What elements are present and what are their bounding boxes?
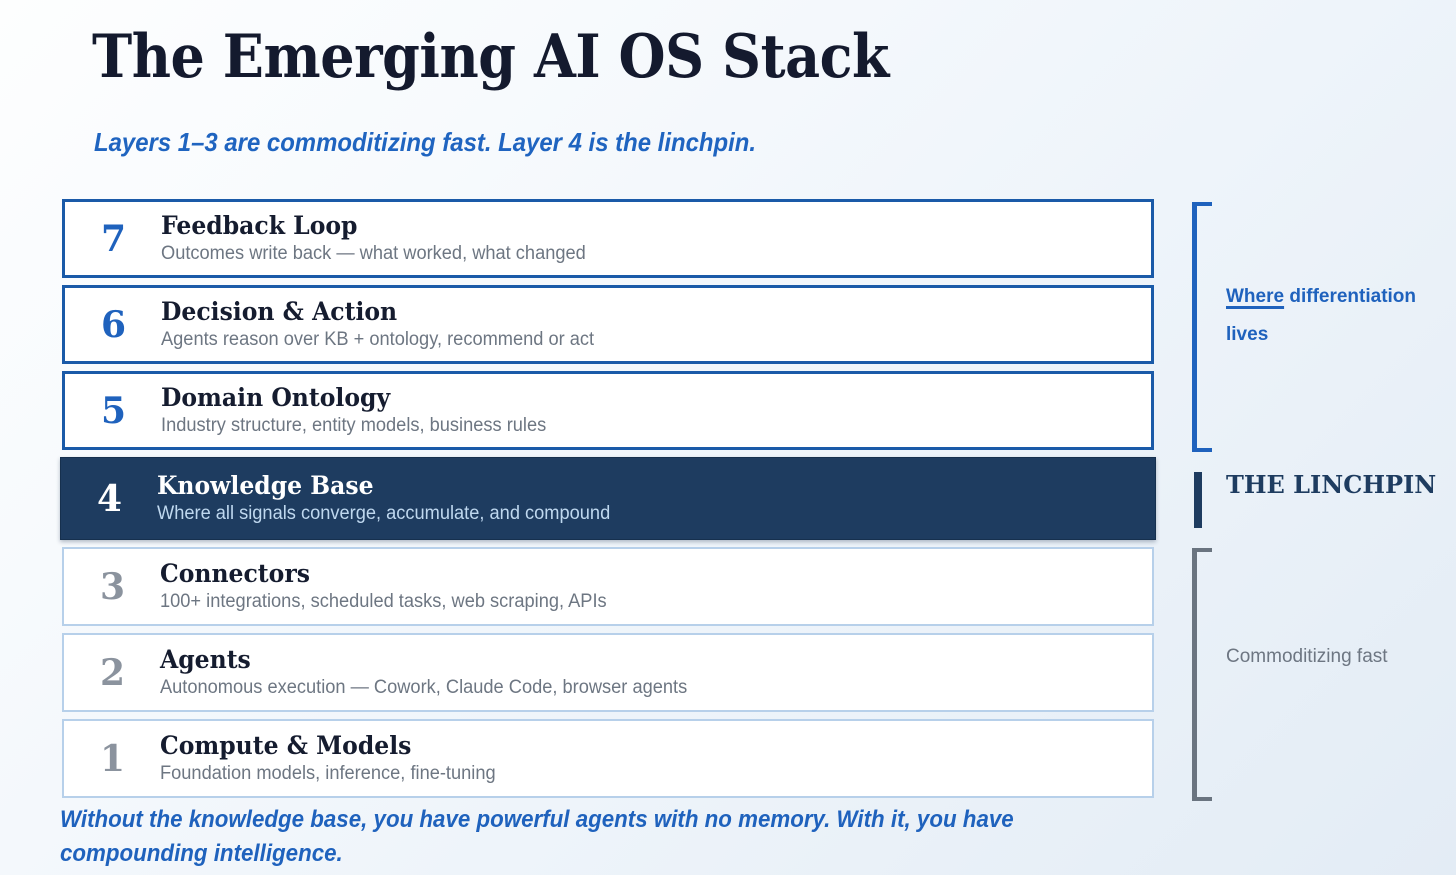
layer-title: Feedback Loop [161,210,358,240]
layer-number: 5 [101,389,127,432]
layer-number: 7 [101,217,127,260]
layer-body: Connectors 100+ integrations, scheduled … [160,558,625,614]
layer-title: Knowledge Base [157,470,374,500]
layer-body: Decision & Action Agents reason over KB … [161,296,612,352]
layer-title: Domain Ontology [161,382,391,412]
layer-number: 2 [100,651,126,694]
ai-os-stack-diagram: 7 Feedback Loop Outcomes write back — wh… [60,199,1156,805]
page-title: The Emerging AI OS Stack [92,22,890,92]
stack-layer-6[interactable]: 6 Decision & Action Agents reason over K… [62,285,1154,364]
layer-body: Knowledge Base Where all signals converg… [157,470,629,526]
annotation-column: Where differentiation lives THE LINCHPIN… [1192,196,1456,816]
annotation-differentiation: Where differentiation lives [1226,278,1446,353]
annotation-differentiation-rest: differentiation lives [1226,286,1417,345]
layer-body: Feedback Loop Outcomes write back — what… [161,210,603,266]
layer-number: 4 [97,477,123,520]
layer-body: Compute & Models Foundation models, infe… [160,730,510,786]
layer-title: Compute & Models [160,730,412,760]
layer-body: Domain Ontology Industry structure, enti… [161,382,562,438]
layer-body: Agents Autonomous execution — Cowork, Cl… [160,644,709,700]
linchpin-marker-icon [1194,472,1202,528]
layer-number: 3 [100,565,126,608]
layer-description: Autonomous execution — Cowork, Claude Co… [160,676,688,698]
stack-layer-3[interactable]: 3 Connectors 100+ integrations, schedule… [62,547,1154,626]
bracket-commoditizing-icon [1192,548,1212,801]
layer-description: Agents reason over KB + ontology, recomm… [161,328,595,350]
layer-title: Connectors [160,558,310,588]
bracket-differentiation-icon [1192,202,1212,452]
layer-description: Outcomes write back — what worked, what … [161,242,586,264]
layer-description: Industry structure, entity models, busin… [161,414,547,436]
layer-description: Foundation models, inference, fine-tunin… [160,762,496,784]
stack-layer-2[interactable]: 2 Agents Autonomous execution — Cowork, … [62,633,1154,712]
layer-title: Decision & Action [161,296,398,326]
annotation-differentiation-underlined: Where [1226,286,1285,307]
annotation-linchpin: THE LINCHPIN [1226,470,1437,499]
footer-note: Without the knowledge base, you have pow… [60,806,1014,868]
stack-layer-4-highlighted[interactable]: 4 Knowledge Base Where all signals conve… [60,457,1156,540]
stack-layer-1[interactable]: 1 Compute & Models Foundation models, in… [62,719,1154,798]
stack-layer-7[interactable]: 7 Feedback Loop Outcomes write back — wh… [62,199,1154,278]
page-subtitle: Layers 1–3 are commoditizing fast. Layer… [94,127,757,157]
layer-number: 1 [100,737,126,780]
layer-title: Agents [160,644,251,674]
stack-layer-5[interactable]: 5 Domain Ontology Industry structure, en… [62,371,1154,450]
layer-number: 6 [101,303,127,346]
annotation-commoditizing: Commoditizing fast [1226,646,1388,667]
layer-description: Where all signals converge, accumulate, … [157,502,611,524]
layer-description: 100+ integrations, scheduled tasks, web … [160,590,607,612]
